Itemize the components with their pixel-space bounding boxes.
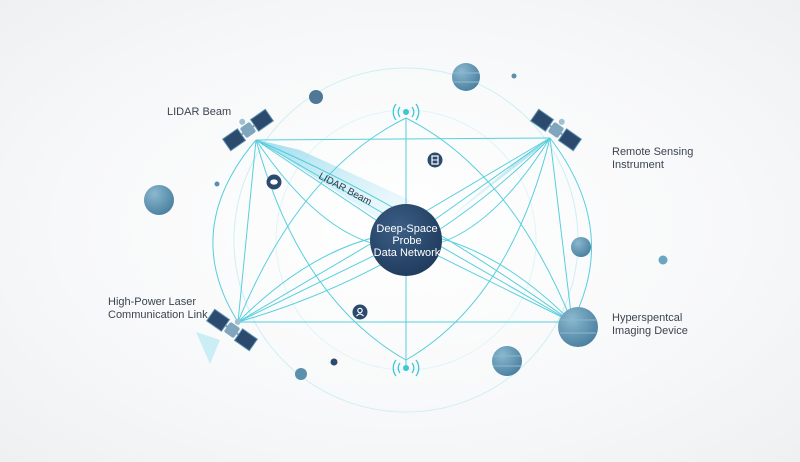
label-line: Communication Link (108, 309, 208, 321)
label-line: Hyperspentcal (612, 312, 683, 324)
node-label-remote-sensing: Remote Sensing Instrument (612, 146, 693, 172)
planet-icon (295, 368, 307, 380)
satellite-icon (221, 108, 275, 152)
planet-icon (330, 358, 338, 366)
hub-label-line: Deep-Space (376, 223, 438, 235)
server-icon (427, 152, 443, 168)
label-line: High-Power Laser (108, 296, 197, 308)
user-icon (352, 304, 368, 320)
planets (144, 63, 668, 380)
node-label-imaging-device: Hyperspentcal Imaging Device (612, 312, 688, 338)
planet-icon (144, 185, 174, 215)
satellite-icon (529, 108, 583, 152)
laser-beam-bottom-left (196, 332, 220, 364)
label-line: Instrument (612, 159, 664, 171)
antenna-icon (392, 359, 420, 377)
node-label-lidar: LIDAR Beam (167, 106, 232, 118)
satellite-icon (205, 308, 259, 352)
planet-icon (571, 237, 591, 257)
planet-icon (214, 181, 220, 187)
hub-label-line: Probe (392, 235, 422, 247)
lidar-beam-top-right (440, 140, 550, 226)
hub-label-line: Data Network (373, 247, 441, 259)
label-line: Remote Sensing (612, 146, 694, 158)
planet-icon (558, 307, 598, 347)
chat-icon (266, 174, 282, 190)
label-line: Imaging Device (612, 325, 688, 337)
node-label-laser-link: High-Power Laser Communication Link (108, 296, 208, 322)
planet-icon (452, 63, 480, 91)
planet-icon (309, 90, 323, 104)
planet-icon (492, 346, 522, 376)
hub-label: Deep-Space Probe Data Network (360, 223, 454, 259)
lidar-beam-top-left (258, 140, 410, 228)
antenna-icon (392, 103, 420, 121)
hub-node (370, 204, 442, 276)
planet-icon (511, 73, 517, 79)
planet-icon (658, 255, 668, 265)
